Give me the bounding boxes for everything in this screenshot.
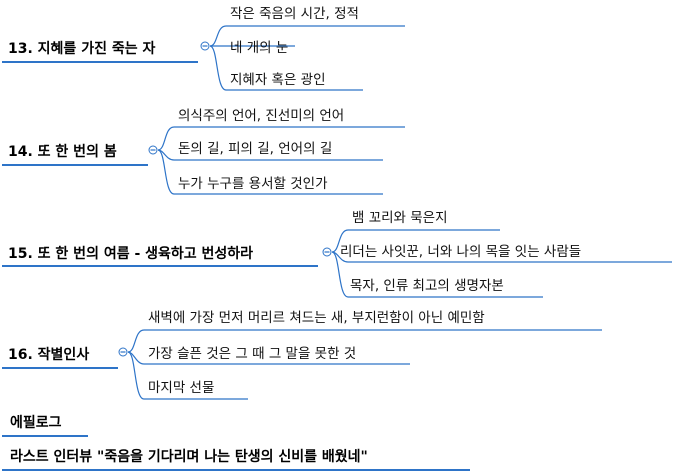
topic-16-title[interactable]: 16. 작별인사 [8, 346, 89, 363]
topic-14-child-1[interactable]: 의식주의 언어, 진선미의 언어 [178, 108, 344, 124]
mindmap-section-13: 13. 지혜를 가진 죽는 자 작은 죽음의 시간, 정적 네 개의 눈 지혜자… [2, 6, 405, 91]
collapse-toggle-15[interactable] [322, 247, 332, 257]
topic-16-child-1[interactable]: 새벽에 가장 먼저 머리르 쳐드는 새, 부지런함이 아닌 예민함 [148, 310, 485, 326]
branch-13-3 [209, 45, 363, 91]
topic-15-child-3[interactable]: 목자, 인류 최고의 생명자본 [350, 278, 504, 294]
topic-13-title[interactable]: 13. 지혜를 가진 죽는 자 [8, 40, 155, 57]
last-interview-topic: 라스트 인터뷰 "죽음을 기다리며 나는 탄생의 신비를 배웠네" [2, 448, 470, 471]
branch-14-1 [157, 126, 405, 151]
branch-14-3 [157, 149, 383, 195]
topic-13-child-3[interactable]: 지혜자 혹은 광인 [230, 72, 326, 88]
branch-15-3 [331, 251, 543, 298]
collapse-toggle-13[interactable] [200, 41, 210, 51]
topic-14-child-3[interactable]: 누가 누구를 용서할 것인가 [178, 176, 328, 192]
topic-16-child-2[interactable]: 가장 슬픈 것은 그 때 그 말을 못한 것 [148, 346, 356, 362]
epilogue-topic: 에필로그 [2, 414, 88, 437]
topic-16-child-3[interactable]: 마지막 선물 [148, 380, 214, 396]
topic-15-child-1[interactable]: 뱀 꼬리와 묵은지 [352, 210, 448, 226]
mindmap-section-15: 15. 또 한 번의 여름 - 생육하고 번성하라 뱀 꼬리와 묵은지 리더는 … [2, 210, 672, 298]
topic-15-title[interactable]: 15. 또 한 번의 여름 - 생육하고 번성하라 [8, 245, 253, 262]
branch-13-1 [209, 25, 405, 47]
last-interview-title[interactable]: 라스트 인터뷰 "죽음을 기다리며 나는 탄생의 신비를 배웠네" [10, 448, 368, 465]
topic-14-child-2[interactable]: 돈의 길, 피의 길, 언어의 길 [178, 141, 332, 157]
collapse-toggle-16[interactable] [118, 347, 128, 357]
mindmap-section-14: 14. 또 한 번의 봄 의식주의 언어, 진선미의 언어 돈의 길, 피의 길… [2, 108, 405, 195]
topic-13-child-2[interactable]: 네 개의 눈 [230, 40, 288, 56]
topic-13-child-1[interactable]: 작은 죽음의 시간, 정적 [230, 6, 359, 22]
branch-15-1 [331, 229, 500, 253]
topic-14-title[interactable]: 14. 또 한 번의 봄 [8, 143, 117, 160]
branch-16-1 [127, 329, 602, 353]
mindmap-section-16: 16. 작별인사 새벽에 가장 먼저 머리르 쳐드는 새, 부지런함이 아닌 예… [2, 310, 602, 400]
topic-15-child-2[interactable]: 리더는 사잇꾼, 너와 나의 목을 잇는 사람들 [340, 244, 581, 260]
branch-16-3 [127, 351, 248, 400]
collapse-toggle-14[interactable] [148, 145, 158, 155]
epilogue-title[interactable]: 에필로그 [10, 414, 62, 431]
